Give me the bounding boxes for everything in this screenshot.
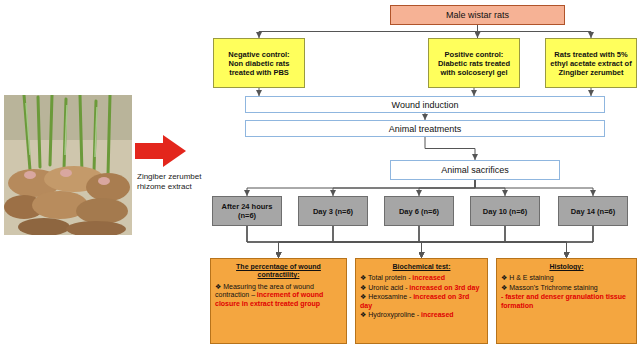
timepoint-box: Day 14 (n=6) [558, 196, 628, 226]
text-line: Histology: [501, 263, 632, 271]
start-box: Male wistar rats [390, 5, 565, 25]
text-line: ❖ Hexosamine -increased on 3rd day [360, 293, 483, 310]
box-text: Non diabetic rats treated with PBS [229, 59, 290, 77]
box-heading: The percentage of wound contractility: [236, 263, 321, 278]
text-line: ❖ Total protein -increased [360, 274, 483, 282]
box-heading: Histology: [549, 263, 583, 270]
box-text: ❖ Masson's Trichrome staining [501, 284, 598, 291]
text-line: Wound induction [250, 100, 600, 110]
text-line: ❖ H & E staining [501, 274, 632, 282]
box-text: Male wistar rats [446, 10, 509, 20]
flow-connector [478, 25, 592, 38]
timepoint-box: After 24 hours (n=6) [212, 196, 282, 226]
rhizome-photo [4, 95, 132, 235]
group-box: Positive control:Diabetic rats treated w… [428, 38, 520, 88]
flow-connector [591, 88, 592, 96]
flow-connector [279, 226, 594, 258]
text-line: Non diabetic rats treated with PBS [217, 59, 301, 77]
box-text: Animal treatments [389, 124, 462, 134]
box-text: ❖ Hexosamine - [360, 293, 411, 300]
extract-label: Zingiber zerumbet rhizome extract [137, 172, 207, 192]
box-text: increased [412, 274, 445, 281]
stem-highlights [26, 103, 97, 157]
flow-connector [333, 180, 475, 196]
flow-connector [425, 113, 426, 120]
text-line: Biochemical test: [360, 263, 483, 271]
text-line: Positive control: [432, 50, 516, 59]
box-text: Positive control: [445, 50, 504, 59]
rhizomes [4, 166, 130, 235]
box-text: Rats treated with 5% ethyl acetate extra… [550, 50, 631, 77]
text-line: Day 3 (n=6) [302, 207, 364, 216]
box-text: ❖ Hydroxyproline - [360, 311, 419, 318]
text-line: Rats treated with 5% ethyl acetate extra… [549, 50, 633, 77]
box-text: Day 14 (n=6) [571, 207, 615, 216]
result-box: Histology: ❖ H & E staining ❖ Masson's Tri… [496, 258, 637, 344]
text-line: Day 6 (n=6) [388, 207, 450, 216]
box-text: increased on 3rd day [409, 284, 479, 291]
box-text: After 24 hours (n=6) [222, 202, 273, 220]
box-text: increased [421, 311, 454, 318]
flow-connector [474, 88, 475, 96]
text-line: Animal treatments [250, 124, 600, 134]
flow-connector [422, 226, 594, 258]
step-band: Animal treatments [245, 120, 605, 137]
red-arrow [135, 135, 186, 167]
box-text: ❖ H & E staining [501, 274, 554, 281]
text-line: - faster and denser granulation tissue f… [501, 293, 632, 310]
text-line: The percentage of wound contractility: [215, 263, 342, 280]
flow-connector [567, 226, 594, 258]
timepoint-box: Day 10 (n=6) [470, 196, 540, 226]
green-stems [24, 95, 110, 175]
text-line: ❖ Uronic acid -increased on 3rd day [360, 284, 483, 292]
text-line: Animal sacrifices [395, 165, 555, 175]
result-box: Biochemical test:❖ Total protein -increa… [355, 258, 488, 344]
box-heading: Biochemical test: [393, 263, 451, 270]
flow-connector [259, 88, 260, 96]
box-text: Day 6 (n=6) [399, 207, 439, 216]
box-text: Diabetic rats treated with solcoseryl ge… [438, 59, 510, 77]
box-text: Negative control: [228, 50, 289, 59]
flow-connector [475, 180, 593, 196]
group-box: Negative control:Non diabetic rats treat… [213, 38, 305, 88]
box-text: Animal sacrifices [441, 165, 509, 175]
text-line: Negative control: [217, 50, 301, 59]
text-line: ❖ Hydroxyproline -increased [360, 311, 483, 319]
pointer-arrow [0, 0, 200, 200]
step-band: Wound induction [245, 96, 605, 113]
result-box: The percentage of wound contractility: ❖ … [210, 258, 347, 344]
flow-connector [425, 137, 475, 160]
photo-ground [4, 95, 132, 235]
text-line: Diabetic rats treated with solcoseryl ge… [432, 59, 516, 77]
flow-connector [259, 25, 478, 38]
box-text: Day 10 (n=6) [483, 207, 527, 216]
box-text: ❖ Total protein - [360, 274, 411, 281]
box-text: ❖ Uronic acid - [360, 284, 408, 291]
box-text: - faster and denser granulation tissue f… [501, 293, 626, 308]
flow-connector [247, 180, 475, 196]
step-box: Animal sacrifices [390, 160, 560, 180]
text-line: ❖ Masson's Trichrome staining [501, 284, 632, 292]
timepoint-box: Day 3 (n=6) [298, 196, 368, 226]
group-box: Rats treated with 5% ethyl acetate extra… [545, 38, 637, 88]
text-line: Day 10 (n=6) [474, 207, 536, 216]
flow-connector [419, 180, 475, 196]
text-line: ❖ Measuring the area of wound contractio… [215, 283, 342, 308]
timepoint-box: Day 6 (n=6) [384, 196, 454, 226]
box-text: Wound induction [392, 100, 459, 110]
text-line: Male wistar rats [395, 10, 560, 20]
text-line: Day 14 (n=6) [562, 207, 624, 216]
box-text: Day 3 (n=6) [313, 207, 353, 216]
text-line: After 24 hours (n=6) [216, 202, 278, 220]
